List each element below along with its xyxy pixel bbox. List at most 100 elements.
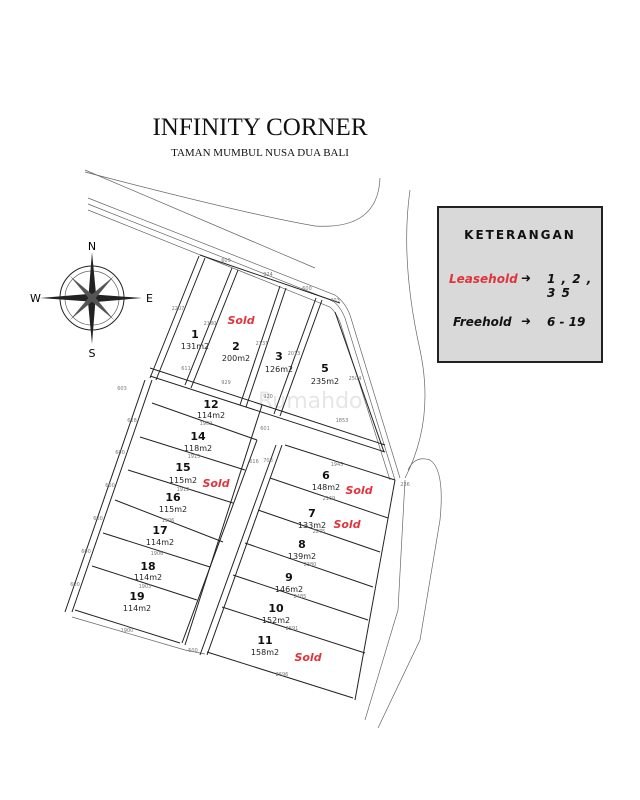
lot-area: 115m2 — [169, 476, 197, 485]
lot-area: 114m2 — [134, 573, 162, 582]
dimension: 611 — [181, 366, 191, 372]
dimension: 628 — [127, 418, 137, 424]
watermark: Rumahdo — [258, 389, 363, 414]
lot-labels: 1 131m2 2 200m2 3 126m2 5 235m2 12 114m2… — [123, 328, 340, 657]
lot-number: 7 — [308, 507, 316, 520]
lot-area: 114m2 — [197, 411, 225, 420]
top-block-lots — [149, 254, 386, 453]
left-block-lots — [64, 379, 263, 655]
lot-number: 2 — [232, 340, 240, 353]
dimension: 2013 — [288, 351, 301, 357]
lot-area: 126m2 — [265, 365, 293, 374]
dimension: 1915 — [188, 454, 201, 460]
lot-area: 133m2 — [298, 521, 326, 530]
lot-number: 3 — [275, 350, 283, 363]
lot-area: 114m2 — [123, 604, 151, 613]
dimension: 616 — [249, 459, 259, 465]
page-subtitle: TAMAN MUMBUL NUSA DUA BALI — [171, 147, 349, 159]
lot-number: 10 — [268, 602, 284, 615]
right-block-lots — [199, 444, 396, 701]
lot-number: 17 — [152, 524, 167, 537]
lot-area: 118m2 — [184, 444, 212, 453]
legend-leasehold-label: Leasehold — [449, 272, 518, 286]
arrow-right-icon: ➜ — [521, 271, 532, 285]
dimension: 603 — [117, 386, 127, 392]
lot-number: 11 — [257, 634, 272, 647]
dimension: 600 — [105, 483, 115, 489]
legend-leasehold-value: 1 , 2 , 3 5 — [547, 272, 593, 300]
lot-area: 131m2 — [181, 342, 209, 351]
lot-number: 12 — [203, 398, 218, 411]
dimension: 500 — [188, 648, 198, 654]
compass-s: S — [89, 347, 96, 360]
lot-number: 9 — [285, 571, 293, 584]
dimension: 403 — [330, 298, 340, 304]
dimension: 2485 — [294, 594, 307, 600]
lot-number: 16 — [165, 491, 181, 504]
dimension: 708 — [263, 458, 273, 464]
legend-box: KETERANGAN Leasehold ➜ 1 , 2 , 3 5 Freeh… — [437, 206, 603, 363]
compass-n: N — [88, 240, 96, 253]
legend-heading: KETERANGAN — [464, 228, 576, 242]
lot-number: 18 — [140, 560, 155, 573]
compass-e: E — [146, 292, 153, 305]
dimension: 1903 — [139, 584, 152, 590]
lot-area: 114m2 — [146, 538, 174, 547]
lot-number: 8 — [298, 538, 306, 551]
dimension: 1900 — [121, 628, 134, 634]
dimension: 600 — [302, 286, 312, 292]
dimension: 1912 — [177, 487, 190, 493]
dimension: 1945 — [331, 462, 344, 468]
dimension: 1902 — [200, 421, 213, 427]
dimension: 924 — [263, 272, 273, 278]
dimension: 2131 — [256, 341, 269, 347]
dimension: 2504 — [349, 376, 362, 382]
dimension: 2207 — [172, 306, 185, 312]
compass-rose-icon: N S E W — [30, 240, 153, 360]
sold-badge: Sold — [227, 314, 254, 327]
lot-number: 1 — [191, 328, 199, 341]
dimension: 2380 — [304, 562, 317, 568]
lot-area: 146m2 — [275, 585, 303, 594]
lot-area: 158m2 — [251, 648, 279, 657]
lot-area: 139m2 — [288, 552, 316, 561]
lot-number: 5 — [321, 362, 329, 375]
dimension: 600 — [93, 516, 103, 522]
dimension: 2591 — [286, 626, 299, 632]
dimension: 600 — [70, 582, 80, 588]
lot-number: 19 — [129, 590, 144, 603]
dimension: 929 — [221, 380, 231, 386]
dimension: 2275 — [313, 529, 326, 535]
dimension: 600 — [115, 450, 125, 456]
dimension-labels: 609 924 600 403 2207 2180 2131 2013 2504… — [70, 258, 410, 678]
sold-badge: Sold — [345, 484, 372, 497]
sold-badge: Sold — [333, 518, 360, 531]
dimension: 1853 — [336, 418, 349, 424]
dimension: 920 — [263, 394, 273, 400]
dimension: 600 — [81, 549, 91, 555]
compass-w: W — [30, 292, 41, 305]
dimension: 2696 — [276, 672, 289, 678]
lot-number: 15 — [175, 461, 190, 474]
arrow-right-icon: ➜ — [521, 314, 532, 328]
legend-freehold-value: 6 - 19 — [547, 315, 586, 329]
dimension: 601 — [260, 426, 270, 432]
lot-number: 6 — [322, 469, 330, 482]
lot-number: 14 — [190, 430, 206, 443]
lot-area: 148m2 — [312, 483, 340, 492]
page-title: INFINITY CORNER — [152, 114, 368, 141]
dimension: 609 — [221, 258, 231, 264]
dimension: 2180 — [204, 321, 217, 327]
lot-area: 152m2 — [262, 616, 290, 625]
legend-freehold-label: Freehold — [453, 315, 512, 329]
lot-area: 235m2 — [311, 377, 339, 386]
lot-area: 115m2 — [159, 505, 187, 514]
sold-badge: Sold — [294, 651, 321, 664]
dimension: 1906 — [151, 551, 164, 557]
dimension: 1906 — [162, 518, 175, 524]
dimension: 2169 — [323, 496, 336, 502]
dimension: 236 — [400, 482, 410, 488]
lot-area: 200m2 — [222, 354, 250, 363]
sold-badge: Sold — [202, 477, 229, 490]
